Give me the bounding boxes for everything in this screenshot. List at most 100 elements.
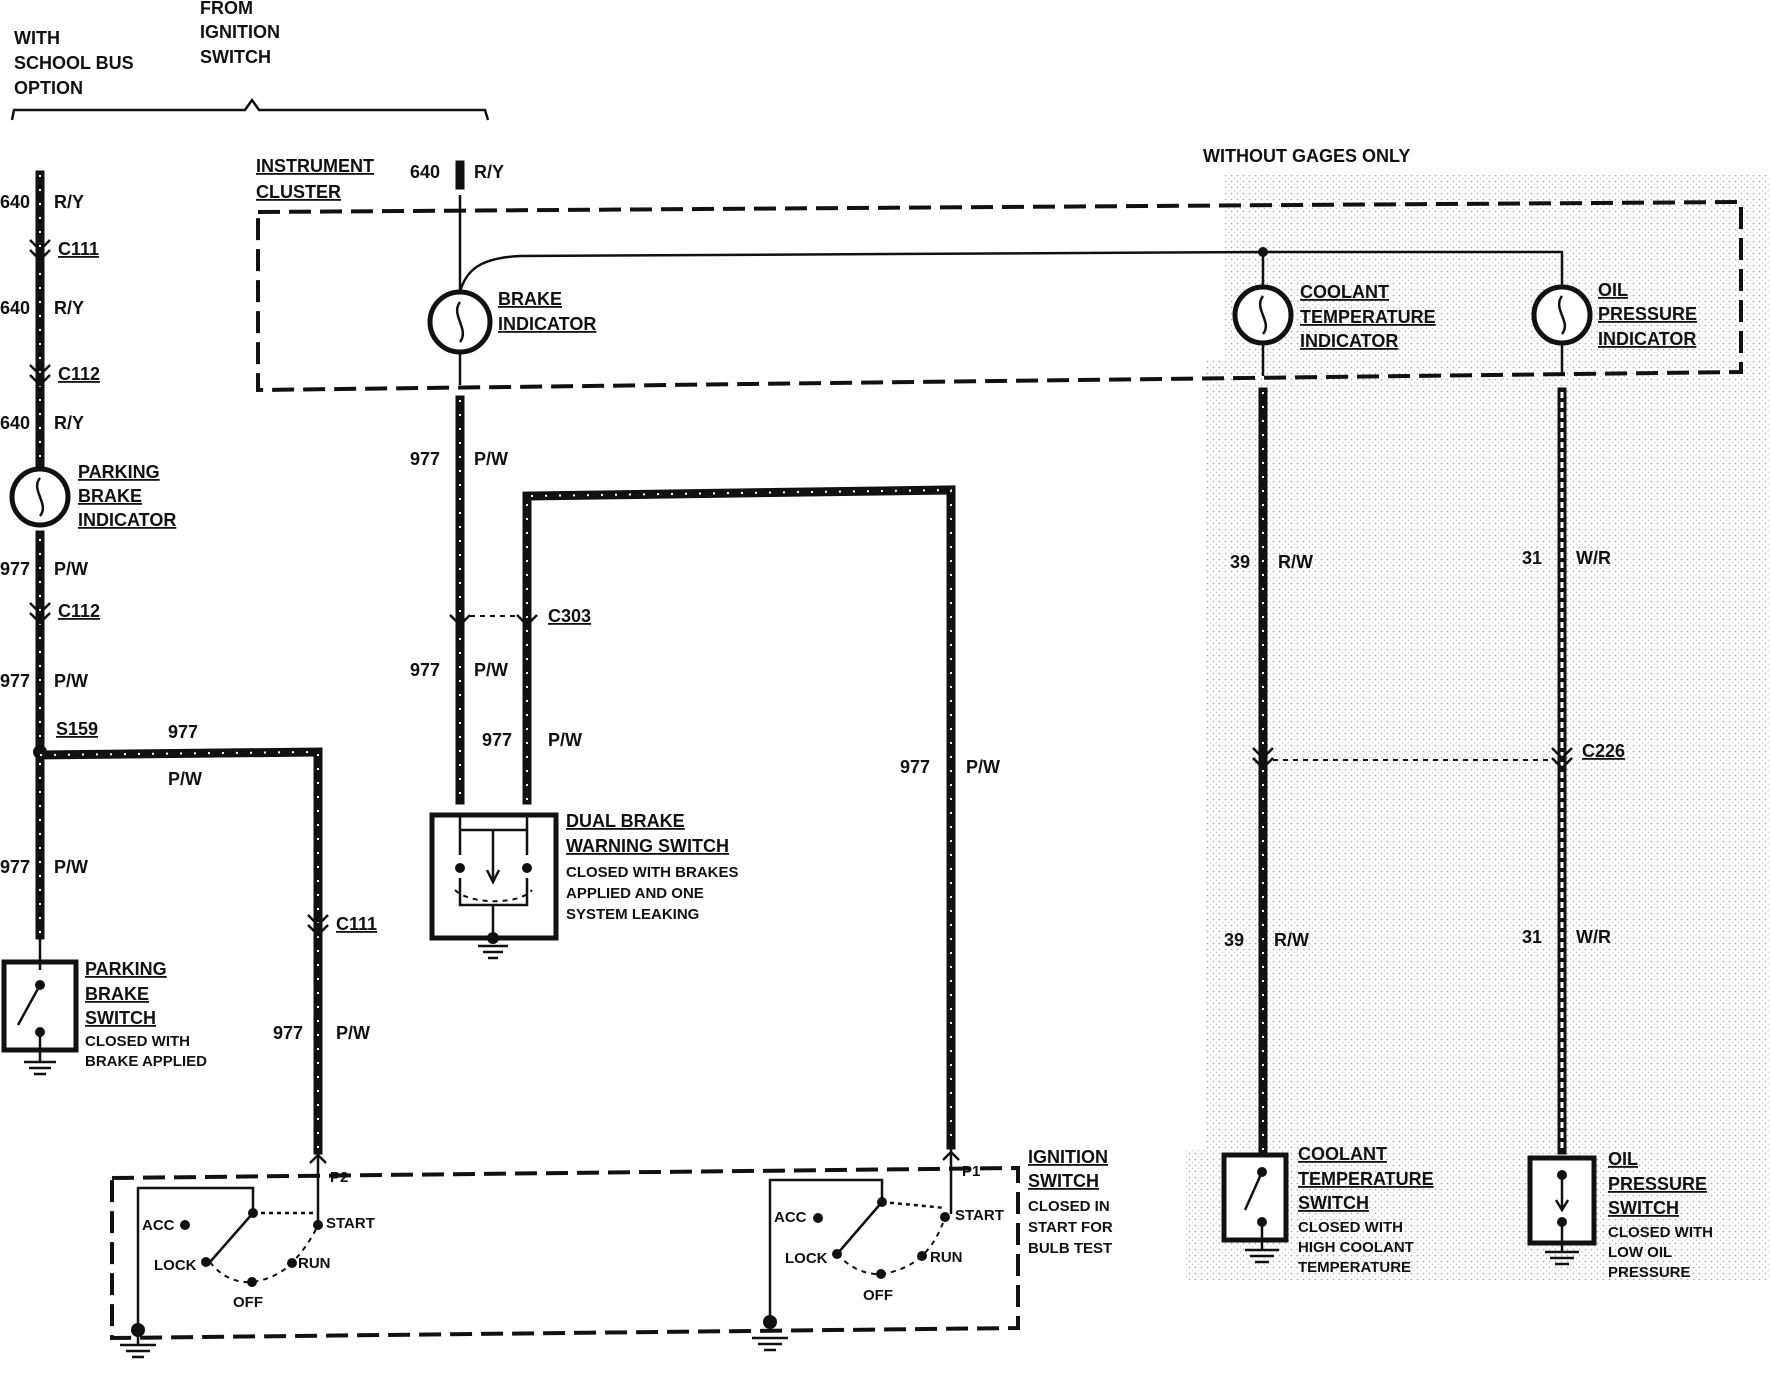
without-gages-region [1185, 175, 1770, 1280]
instrument-cluster-box [256, 199, 1743, 393]
svg-text:P2: P2 [330, 1169, 348, 1186]
coolant-temperature-switch: COOLANT TEMPERATURE SWITCH CLOSED WITH H… [1221, 1144, 1434, 1276]
svg-text:WITH: WITH [14, 28, 60, 48]
parking-brake-indicator: PARKING BRAKE INDICATOR [9, 462, 176, 530]
svg-text:COOLANT: COOLANT [1300, 282, 1389, 302]
wire-s159-to-p2 [35, 747, 323, 1155]
svg-text:INSTRUMENT: INSTRUMENT [256, 156, 374, 176]
svg-text:SWITCH: SWITCH [1608, 1198, 1679, 1218]
svg-text:PRESSURE: PRESSURE [1598, 304, 1697, 324]
svg-text:INDICATOR: INDICATOR [78, 510, 176, 530]
svg-text:START: START [326, 1215, 375, 1232]
svg-text:LOCK: LOCK [154, 1257, 197, 1274]
svg-text:W/R: W/R [1576, 927, 1611, 947]
svg-text:START: START [955, 1207, 1004, 1224]
connector-c112-left-upper: C112 [29, 364, 100, 387]
svg-text:BRAKE: BRAKE [498, 289, 562, 309]
svg-text:P/W: P/W [54, 671, 88, 691]
svg-text:31: 31 [1522, 927, 1542, 947]
wire-977-brake-down: 977 P/W 977 P/W [410, 395, 508, 805]
svg-text:ACC: ACC [774, 1209, 807, 1226]
svg-text:977: 977 [482, 730, 512, 750]
svg-text:START FOR: START FOR [1028, 1219, 1113, 1236]
svg-text:P/W: P/W [474, 660, 508, 680]
svg-text:P/W: P/W [548, 730, 582, 750]
coolant-temperature-indicator: COOLANT TEMPERATURE INDICATOR [1232, 282, 1436, 376]
svg-text:977: 977 [168, 722, 198, 742]
wire-31: 31 W/R 31 W/R [1522, 387, 1611, 1155]
connector-c303: C303 [449, 606, 591, 627]
svg-text:39: 39 [1230, 552, 1250, 572]
svg-text:OPTION: OPTION [14, 78, 83, 98]
connector-c111-left: C111 [29, 239, 99, 262]
svg-text:R/Y: R/Y [54, 298, 84, 318]
ignition-switch-label: IGNITION SWITCH CLOSED IN START FOR BULB… [1028, 1147, 1113, 1257]
svg-text:SWITCH: SWITCH [1298, 1193, 1369, 1213]
svg-text:BRAKE: BRAKE [85, 984, 149, 1004]
svg-text:CLUSTER: CLUSTER [256, 182, 341, 202]
svg-text:WARNING SWITCH: WARNING SWITCH [566, 836, 729, 856]
svg-text:PARKING: PARKING [85, 959, 167, 979]
svg-text:CLOSED WITH: CLOSED WITH [1608, 1224, 1713, 1241]
svg-text:R/Y: R/Y [474, 162, 504, 182]
svg-text:977: 977 [0, 857, 30, 877]
svg-text:R/Y: R/Y [54, 192, 84, 212]
connector-c111-mid: C111 [307, 914, 377, 937]
svg-text:PARKING: PARKING [78, 462, 160, 482]
svg-text:P/W: P/W [966, 757, 1000, 777]
svg-text:TEMPERATURE: TEMPERATURE [1300, 307, 1436, 327]
svg-text:R/W: R/W [1274, 930, 1309, 950]
instrument-cluster-label: INSTRUMENT CLUSTER [256, 156, 374, 202]
wire-label-977-branch-b: 977 P/W [273, 1023, 370, 1043]
without-gages-label: WITHOUT GAGES ONLY [1203, 146, 1410, 166]
oil-pressure-switch: OIL PRESSURE SWITCH CLOSED WITH LOW OIL … [1527, 1149, 1713, 1281]
svg-text:640: 640 [0, 192, 30, 212]
svg-text:640: 640 [0, 413, 30, 433]
svg-text:C112: C112 [58, 364, 100, 384]
svg-text:DUAL BRAKE: DUAL BRAKE [566, 811, 685, 831]
svg-text:BULB TEST: BULB TEST [1028, 1240, 1112, 1257]
connector-c112-left-lower: C112 [29, 601, 100, 625]
svg-text:COOLANT: COOLANT [1298, 1144, 1387, 1164]
svg-text:977: 977 [900, 757, 930, 777]
svg-text:S159: S159 [56, 719, 98, 739]
svg-text:RUN: RUN [298, 1255, 331, 1272]
wire-label-977-left-a: 977 P/W [0, 559, 88, 579]
svg-text:ACC: ACC [142, 1217, 175, 1234]
school-bus-label: WITH SCHOOL BUS OPTION [14, 28, 134, 98]
svg-text:OIL: OIL [1598, 280, 1628, 300]
dual-brake-warning-switch: DUAL BRAKE WARNING SWITCH CLOSED WITH BR… [429, 811, 739, 960]
svg-text:INDICATOR: INDICATOR [1598, 329, 1696, 349]
svg-text:CLOSED WITH: CLOSED WITH [1298, 1219, 1403, 1236]
wire-label-977-left-b: 977 P/W [0, 671, 88, 691]
svg-text:W/R: W/R [1576, 548, 1611, 568]
wire-977-loop [522, 485, 956, 1150]
svg-text:INDICATOR: INDICATOR [498, 314, 596, 334]
svg-text:BRAKE APPLIED: BRAKE APPLIED [85, 1053, 207, 1070]
svg-text:HIGH COOLANT: HIGH COOLANT [1298, 1239, 1414, 1256]
svg-text:C112: C112 [58, 601, 100, 621]
svg-text:CLOSED WITH BRAKES: CLOSED WITH BRAKES [566, 864, 739, 881]
svg-text:977: 977 [273, 1023, 303, 1043]
svg-text:LOW OIL: LOW OIL [1608, 1244, 1672, 1261]
svg-text:FROM: FROM [200, 0, 253, 18]
svg-text:CLOSED IN: CLOSED IN [1028, 1198, 1110, 1215]
svg-text:BRAKE: BRAKE [78, 486, 142, 506]
svg-text:R/Y: R/Y [54, 413, 84, 433]
svg-text:TEMPERATURE: TEMPERATURE [1298, 1169, 1434, 1189]
svg-text:640: 640 [0, 298, 30, 318]
connector-c226: C226 [1252, 741, 1625, 770]
parking-brake-switch: PARKING BRAKE SWITCH CLOSED WITH BRAKE A… [1, 935, 207, 1076]
svg-text:P/W: P/W [168, 769, 202, 789]
wire-640-top: 640 R/Y [410, 160, 504, 190]
from-ignition-label: FROM IGNITION SWITCH [200, 0, 280, 67]
wire-label-977-branch: 977 P/W [168, 722, 202, 789]
wire-39: 39 R/W 39 R/W [1224, 387, 1313, 1155]
svg-text:OIL: OIL [1608, 1149, 1638, 1169]
svg-text:P/W: P/W [336, 1023, 370, 1043]
oil-pressure-indicator: OIL PRESSURE INDICATOR [1531, 280, 1697, 376]
cluster-junction [1258, 247, 1268, 257]
ignition-switch-box [110, 1165, 1020, 1341]
svg-text:LOCK: LOCK [785, 1250, 828, 1267]
svg-text:39: 39 [1224, 930, 1244, 950]
